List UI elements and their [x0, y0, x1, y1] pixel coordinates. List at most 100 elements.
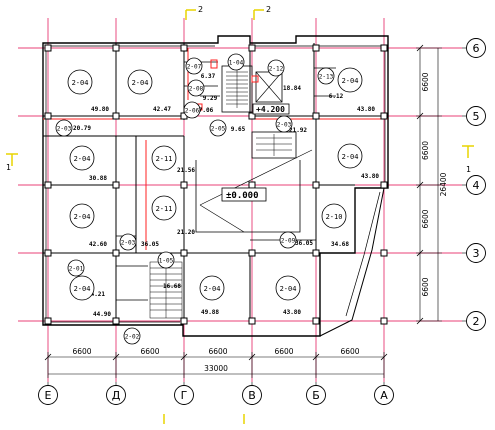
room-tag-bubble: [67, 259, 85, 277]
dim-label-row: 6600: [421, 141, 430, 160]
axis-bubble-row: [466, 38, 486, 58]
room-area: 30.88: [89, 175, 107, 182]
room-tag: 2-04: [132, 79, 149, 87]
room-area: 20.79: [73, 125, 91, 132]
room-area: 44.90: [93, 311, 111, 318]
axis-bubble-row: [466, 106, 486, 126]
room-tag: 2-11: [156, 155, 173, 163]
room-area: 21.20: [177, 229, 195, 236]
room-tag: 2-04: [204, 285, 221, 293]
room-tag: 2-10: [326, 213, 343, 221]
level-ground: ±0.000: [226, 191, 259, 201]
column: [312, 44, 320, 52]
room-area: 36.05: [295, 240, 313, 247]
column: [180, 317, 188, 325]
axis-label-row: 4: [473, 179, 480, 192]
axis-bubble-col: [106, 385, 126, 405]
room-area: 43.80: [283, 309, 301, 316]
room-tag-bubble: [157, 251, 175, 269]
room-area: 21.56: [177, 167, 195, 174]
room-area: 49.88: [201, 309, 219, 316]
room-tag-bubble: [67, 69, 93, 95]
level-marks: +4.200 ±0.000: [221, 103, 290, 202]
column: [112, 317, 120, 325]
column: [312, 317, 320, 325]
column: [380, 181, 388, 189]
room-tag-bubble: [317, 67, 335, 85]
room-area: 43.80: [361, 173, 379, 180]
room-tag: 2-04: [342, 77, 359, 85]
axis-label-row: 2: [473, 315, 480, 328]
column: [248, 249, 256, 257]
section-mark-top-left: 2: [198, 5, 203, 14]
room-area: 9.65: [231, 126, 246, 133]
room-tag-bubble: [199, 275, 225, 301]
section-mark-left: 1: [6, 163, 11, 172]
axis-label-col: Г: [181, 389, 188, 402]
axis-bubble-col: [242, 385, 262, 405]
room-tag: 2-11: [156, 205, 173, 213]
room-area: 16.68: [163, 283, 181, 290]
room-area: 7.06: [199, 107, 214, 114]
column: [380, 317, 388, 325]
axis-label-row: 5: [473, 110, 480, 123]
room-area: 6.12: [329, 93, 344, 100]
room-tag-bubble: [275, 115, 293, 133]
room-tag: 2-03: [121, 240, 136, 247]
dim-label-row: 6600: [421, 72, 430, 91]
column: [312, 249, 320, 257]
room-tag: 2-07: [187, 64, 202, 71]
axis-label-col: Д: [112, 389, 121, 402]
room-tag: 2-04: [74, 155, 91, 163]
column: [180, 181, 188, 189]
room-tag-bubble: [187, 79, 205, 97]
room-area: 42.47: [153, 106, 171, 113]
section-mark-right: 1: [466, 165, 471, 174]
section-markers: [6, 9, 474, 424]
column: [312, 181, 320, 189]
axis-bubble-col: [374, 385, 394, 405]
room-tag-bubble: [185, 57, 203, 75]
column: [248, 112, 256, 120]
axis-bubble-row: [466, 243, 486, 263]
column: [248, 317, 256, 325]
axis-bubble-row: [466, 311, 486, 331]
axis-label-col: А: [380, 389, 388, 402]
axis-label-col: Б: [312, 389, 320, 402]
room-tag: 1-04: [229, 60, 244, 67]
section-mark-top-right: 2: [266, 5, 271, 14]
dimension-lines: [48, 48, 439, 375]
room-tag-bubble: [337, 143, 363, 169]
room-area: 49.80: [91, 106, 109, 113]
axis-labels: 66600566004660036600226400Е6600Д6600Г660…: [38, 38, 486, 405]
column: [380, 112, 388, 120]
dim-label-col: 6600: [340, 347, 359, 356]
column: [112, 181, 120, 189]
room-tag: 1-05: [159, 258, 174, 265]
room-tag: 2-04: [342, 153, 359, 161]
room-area: 18.84: [283, 85, 301, 92]
dim-label-row: 6600: [421, 209, 430, 228]
column: [44, 181, 52, 189]
room-tag-bubble: [183, 101, 201, 119]
room-tag-bubble: [123, 327, 141, 345]
room-tag-bubble: [275, 275, 301, 301]
column: [44, 317, 52, 325]
level-floor: +4.200: [256, 105, 285, 114]
room-area: 9.29: [203, 95, 218, 102]
column: [112, 112, 120, 120]
axis-label-col: Е: [45, 389, 52, 402]
column: [112, 249, 120, 257]
section-marker-labels: 1 1 2 2: [6, 5, 471, 174]
room-tag-bubble: [69, 203, 95, 229]
room-tag: 2-05: [211, 126, 226, 133]
dim-label-row: 6600: [421, 277, 430, 296]
room-tag: 2-04: [74, 285, 91, 293]
axis-label-row: 3: [473, 247, 480, 260]
column: [44, 44, 52, 52]
room-tag: 2-13: [319, 74, 334, 81]
dim-label-col: 6600: [140, 347, 159, 356]
axis-bubble-col: [306, 385, 326, 405]
